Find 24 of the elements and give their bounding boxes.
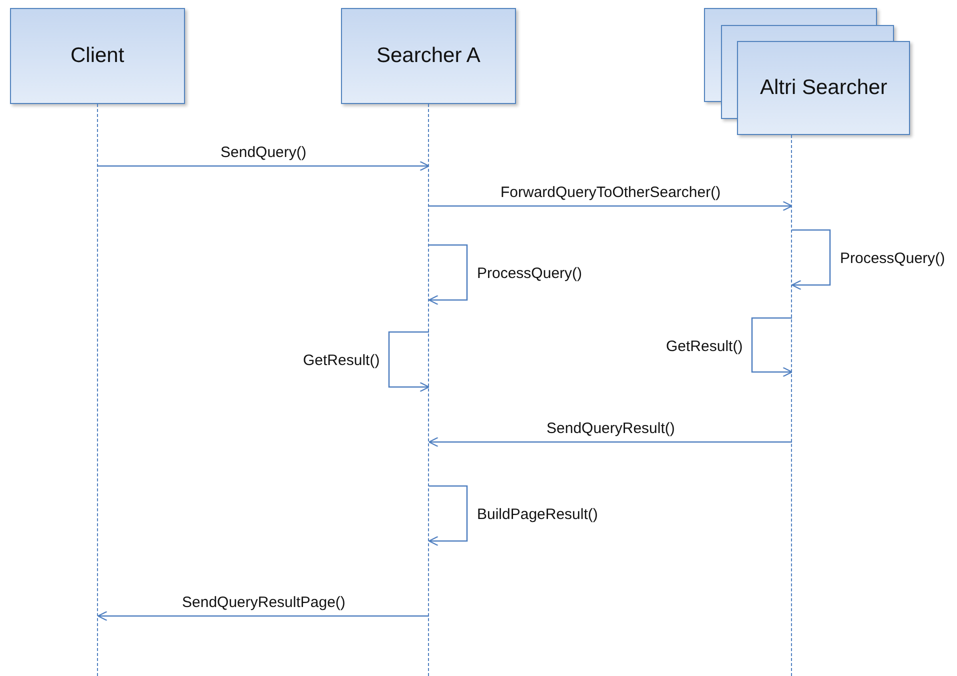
message-arrow — [97, 610, 429, 622]
message-label: SendQueryResultPage() — [180, 594, 348, 612]
message-arrow — [428, 244, 468, 306]
message-label: ProcessQuery() — [838, 250, 948, 268]
lifeline — [791, 135, 794, 676]
message-label: SendQueryResult() — [544, 420, 677, 438]
lifeline — [428, 104, 430, 676]
message-arrow — [791, 229, 831, 290]
message-label: GetResult() — [301, 352, 382, 370]
message-arrow — [428, 485, 468, 546]
participant-name: Altri Searcher — [760, 76, 888, 100]
message-label: GetResult() — [664, 338, 745, 356]
message-arrow — [428, 436, 792, 448]
message-arrow — [429, 200, 793, 212]
message-arrow — [751, 317, 793, 378]
lifeline — [97, 104, 100, 676]
participant-name: Searcher A — [376, 44, 480, 68]
participant-name: Client — [70, 44, 124, 68]
message-label: ForwardQueryToOtherSearcher() — [498, 184, 723, 202]
message-label: BuildPageResult() — [475, 506, 600, 524]
message-arrow — [388, 331, 430, 392]
message-label: ProcessQuery() — [475, 265, 584, 283]
message-arrow — [98, 160, 430, 172]
message-label: SendQuery() — [218, 144, 308, 162]
